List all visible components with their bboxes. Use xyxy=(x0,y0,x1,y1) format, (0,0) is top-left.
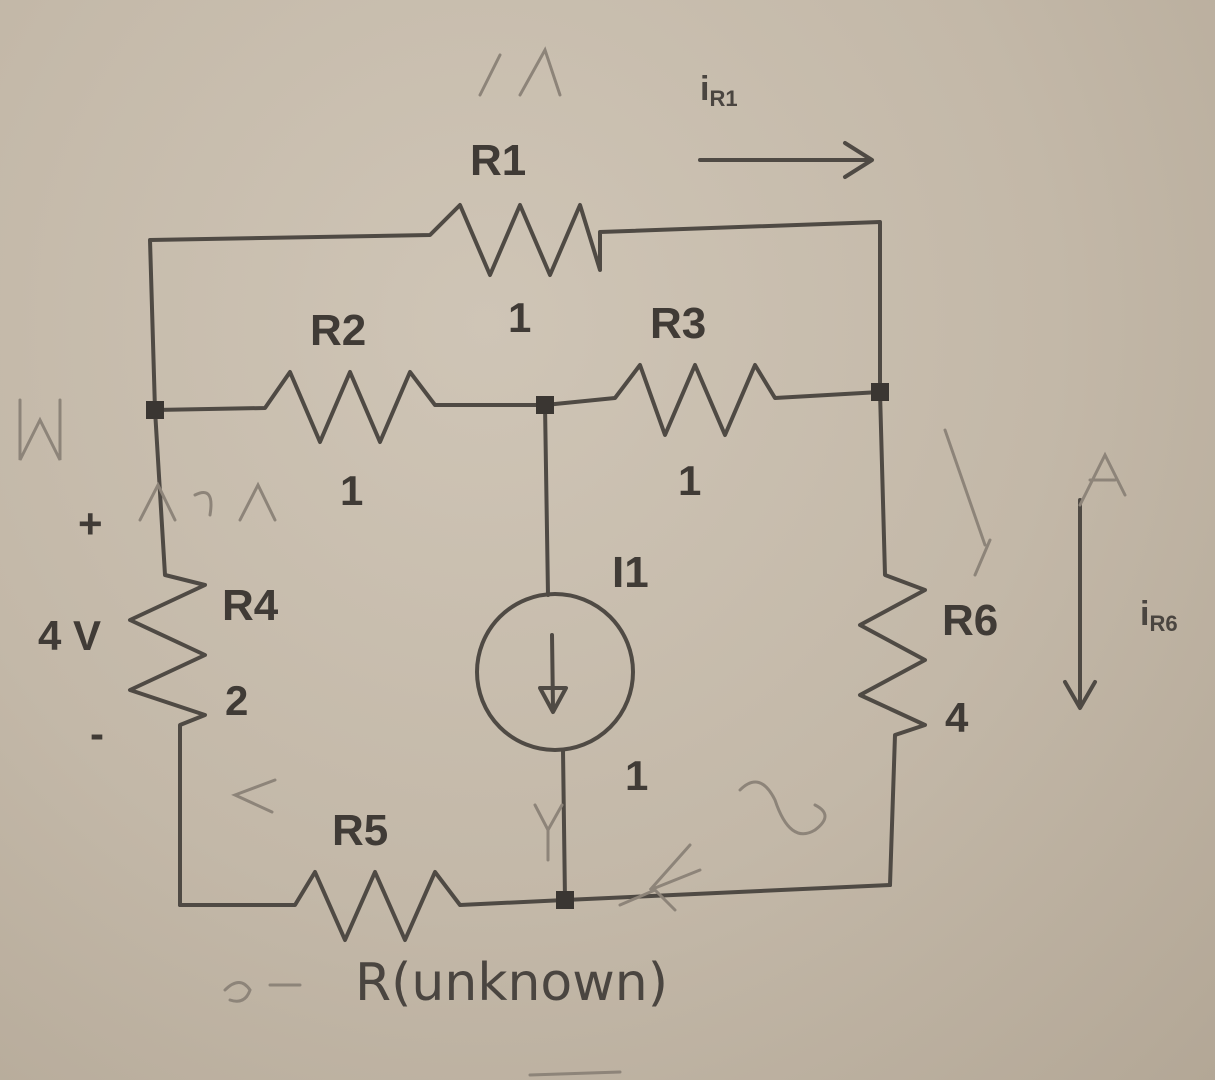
r5-label: R5 xyxy=(332,806,388,855)
r6-value: 4 xyxy=(945,694,969,741)
wire-bottom-branch xyxy=(178,870,892,942)
current-label-ir1: iR1 xyxy=(700,70,738,111)
i1-value: 1 xyxy=(625,752,648,799)
pencil-scribbles xyxy=(18,46,1127,1077)
r2-value: 1 xyxy=(340,467,363,514)
r4-value: 2 xyxy=(225,677,248,724)
wire-center-branch xyxy=(543,403,567,902)
wire-right-branch xyxy=(858,390,927,887)
current-arrow-ir1 xyxy=(698,141,874,179)
voltage-value: 4 V xyxy=(38,612,101,659)
node-center xyxy=(536,396,554,414)
r3-label: R3 xyxy=(650,299,706,348)
r1-label: R1 xyxy=(470,136,526,185)
r6-label: R6 xyxy=(942,596,998,645)
wire-top-branch xyxy=(148,203,882,412)
r1-value: 1 xyxy=(508,294,531,341)
node-left xyxy=(146,401,164,419)
node-bottom xyxy=(556,891,574,909)
voltage-plus: + xyxy=(78,500,103,547)
r4-label: R4 xyxy=(222,581,279,630)
voltage-minus: - xyxy=(90,710,104,757)
r2-label: R2 xyxy=(310,306,366,355)
current-label-ir6: iR6 xyxy=(1140,595,1178,636)
wire-middle-branch xyxy=(153,363,882,444)
node-right xyxy=(871,383,889,401)
i1-label: I1 xyxy=(612,548,649,597)
wire-left-branch xyxy=(128,408,207,907)
current-source-i1 xyxy=(475,592,635,752)
r5-value: R(unknown) xyxy=(355,953,668,1013)
r3-value: 1 xyxy=(678,457,701,504)
current-arrow-ir6 xyxy=(1063,498,1097,710)
